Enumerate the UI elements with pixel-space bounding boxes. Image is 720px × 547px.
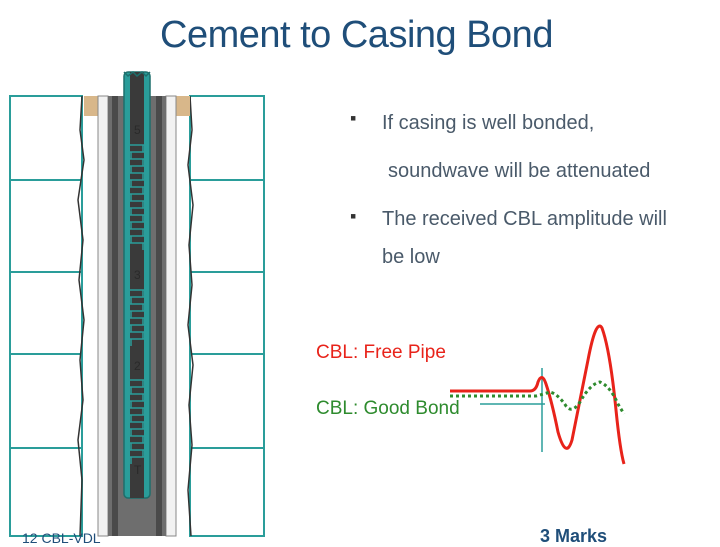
- bullet-marker: ▪: [350, 108, 357, 128]
- bullet-1-line-1: If casing is well bonded,: [382, 112, 595, 134]
- good-bond-label: CBL: Good Bond: [316, 398, 460, 419]
- receiver-label-5: 5: [134, 123, 141, 137]
- right-formation-grid: [189, 95, 265, 537]
- good-bond-waveform: [450, 380, 626, 415]
- cement-top-left: [84, 96, 98, 116]
- bullet-marker: ▪: [350, 206, 357, 226]
- cbl-tool: [123, 70, 151, 499]
- footer-slide-number: 12 CBL-VDL: [22, 530, 101, 546]
- footer-marks: 3 Marks: [540, 526, 608, 546]
- free-pipe-waveform: [450, 324, 626, 465]
- bullet-2-line-2: be low: [382, 246, 440, 268]
- left-formation-grid: [9, 95, 83, 537]
- receiver-label-2: 2: [134, 359, 141, 373]
- slide-title: Cement to Casing Bond: [160, 14, 553, 56]
- receiver-label-3: 3: [134, 268, 141, 282]
- cement-top-right: [176, 96, 190, 116]
- receiver-label-t: T: [134, 463, 142, 477]
- borehole-wall-left: [77, 95, 85, 537]
- free-pipe-label: CBL: Free Pipe: [316, 342, 446, 363]
- bullet-1-line-2: soundwave will be attenuated: [388, 160, 651, 182]
- bullet-2-line-1: The received CBL amplitude will: [382, 208, 667, 230]
- borehole-wall-right: [187, 95, 194, 537]
